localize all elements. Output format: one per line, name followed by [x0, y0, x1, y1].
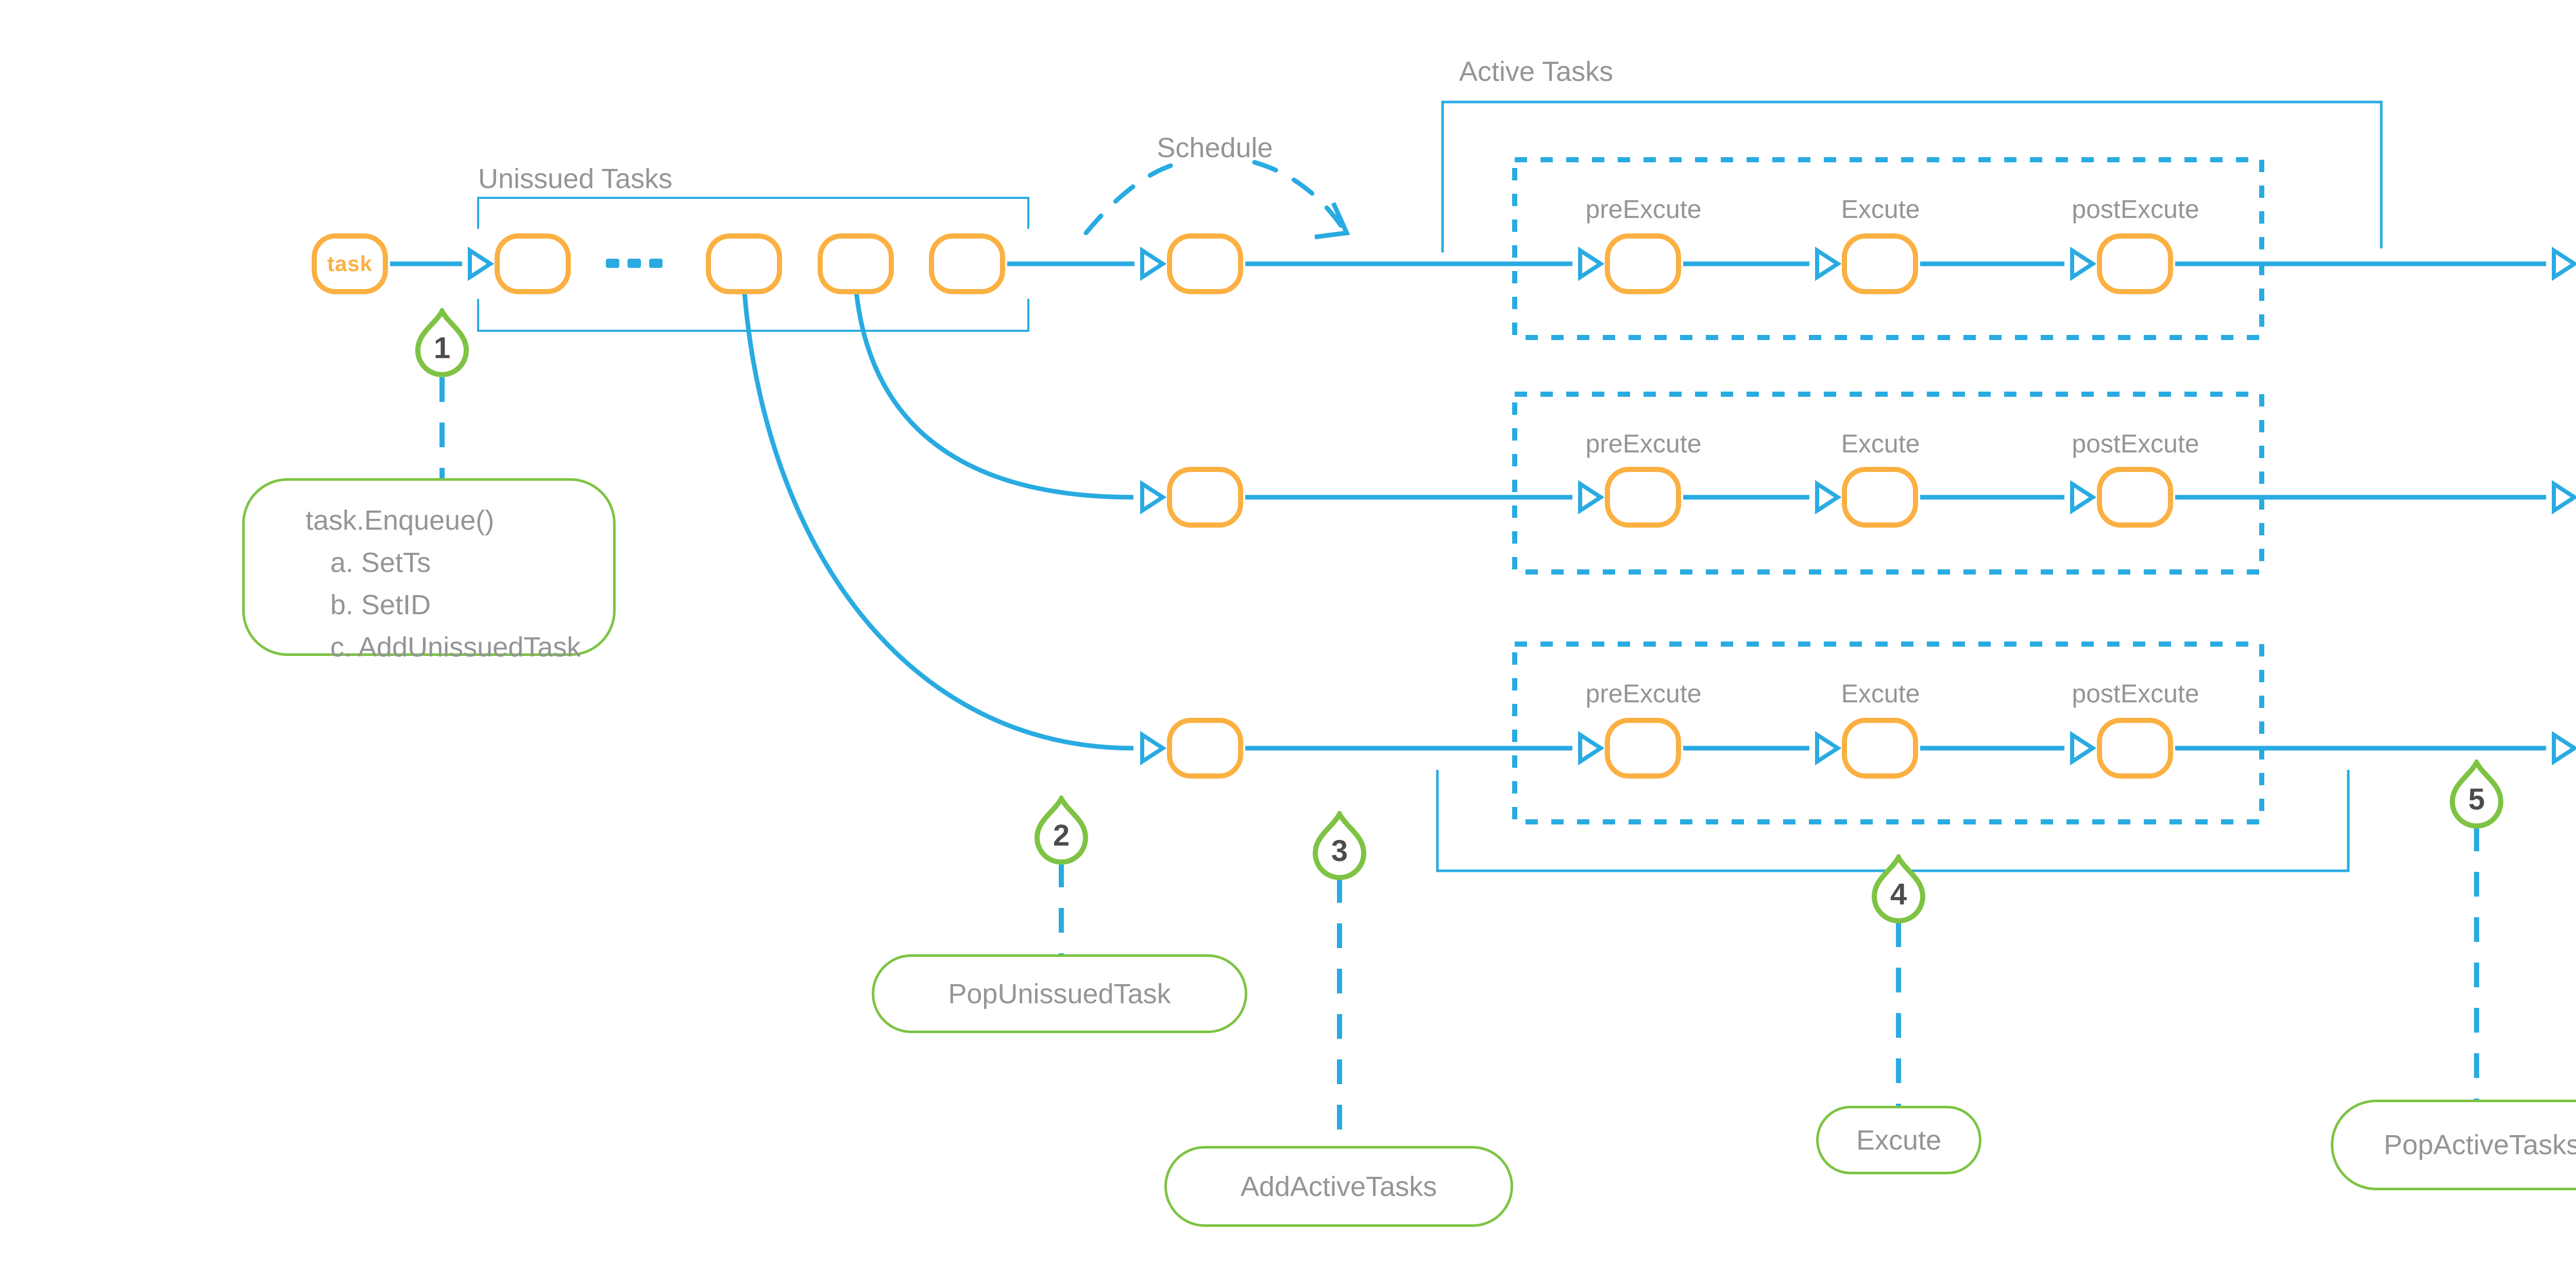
enqueue-item: b. SetID — [330, 589, 431, 620]
preexcute-node-row3 — [1605, 718, 1681, 779]
queue-node — [929, 233, 1005, 294]
step-marker-2: 2 — [1030, 796, 1092, 865]
pop-unissued-callout: PopUnissuedTask — [872, 954, 1247, 1033]
step-marker-number: 2 — [1053, 819, 1070, 852]
enqueue-item: c. AddUnissuedTask — [330, 632, 581, 663]
step-marker-3: 3 — [1309, 811, 1370, 881]
queue-node — [495, 233, 571, 294]
stage-label: preExcute — [1585, 429, 1702, 458]
flow-row3 — [1140, 731, 2576, 766]
dispatch-curves — [742, 291, 1134, 751]
execute-box-row2 — [1512, 392, 2264, 575]
queue-node — [818, 233, 894, 294]
excute-node-row2 — [1842, 467, 1918, 528]
queue-node — [706, 233, 782, 294]
ellipsis-dots — [606, 259, 663, 268]
step-marker-1: 1 — [411, 308, 473, 378]
step-marker-number: 3 — [1331, 834, 1348, 868]
step-marker-number: 5 — [2468, 783, 2485, 816]
stage-label: postExcute — [2072, 195, 2199, 224]
stage-label: postExcute — [2072, 429, 2199, 458]
postexcute-node-row2 — [2097, 467, 2173, 528]
step-marker-number: 4 — [1890, 878, 1907, 911]
pop-active-callout: PopActiveTasks — [2331, 1100, 2576, 1190]
task-node: task — [312, 233, 388, 294]
schedule-label: Schedule — [1157, 132, 1273, 163]
excute-callout: Excute — [1816, 1106, 1981, 1174]
add-active-callout: AddActiveTasks — [1164, 1146, 1513, 1227]
step-marker-5: 5 — [2446, 760, 2507, 829]
scheduled-node-row2 — [1167, 467, 1243, 528]
enqueue-title: task.Enqueue() — [306, 505, 495, 536]
enqueue-callout: task.Enqueue() a. SetTs b. SetID c. AddU… — [242, 478, 616, 663]
excute-label: Excute — [1856, 1124, 1942, 1156]
teardrop-icon — [1871, 854, 1926, 923]
stage-label: Excute — [1841, 679, 1920, 708]
step-marker-number: 1 — [433, 331, 451, 365]
add-active-label: AddActiveTasks — [1240, 1171, 1437, 1202]
excute-node-row1 — [1842, 233, 1918, 294]
stage-label: preExcute — [1585, 679, 1702, 708]
excute-node-row3 — [1842, 718, 1918, 779]
execute-box-row3 — [1512, 642, 2264, 824]
step-marker-4: 4 — [1868, 854, 1929, 924]
postexcute-node-row1 — [2097, 233, 2173, 294]
preexcute-node-row2 — [1605, 467, 1681, 528]
teardrop-icon — [2449, 760, 2504, 829]
unissued-tasks-label: Unissued Tasks — [478, 163, 673, 194]
execute-box-row1 — [1512, 157, 2264, 340]
scheduled-node-row1 — [1167, 233, 1243, 294]
teardrop-icon — [415, 308, 469, 377]
stage-label: preExcute — [1585, 195, 1702, 224]
marker-leaders — [439, 377, 2479, 1148]
flow-row1 — [390, 246, 2576, 281]
pop-unissued-label: PopUnissuedTask — [948, 978, 1171, 1009]
stage-label: postExcute — [2072, 679, 2199, 708]
preexcute-node-row1 — [1605, 233, 1681, 294]
task-node-label: task — [327, 251, 373, 276]
postexcute-node-row3 — [2097, 718, 2173, 779]
enqueue-item: a. SetTs — [330, 547, 431, 578]
teardrop-icon — [1034, 796, 1089, 865]
stage-label: Excute — [1841, 195, 1920, 224]
stage-label: Excute — [1841, 429, 1920, 458]
scheduled-node-row3 — [1167, 718, 1243, 779]
active-tasks-label: Active Tasks — [1459, 56, 1614, 87]
pop-active-label: PopActiveTasks — [2383, 1129, 2576, 1160]
schedule-arc — [1083, 160, 1350, 240]
unissued-bracket — [477, 197, 1029, 332]
flow-row2 — [1140, 480, 2576, 515]
teardrop-icon — [1312, 811, 1367, 880]
